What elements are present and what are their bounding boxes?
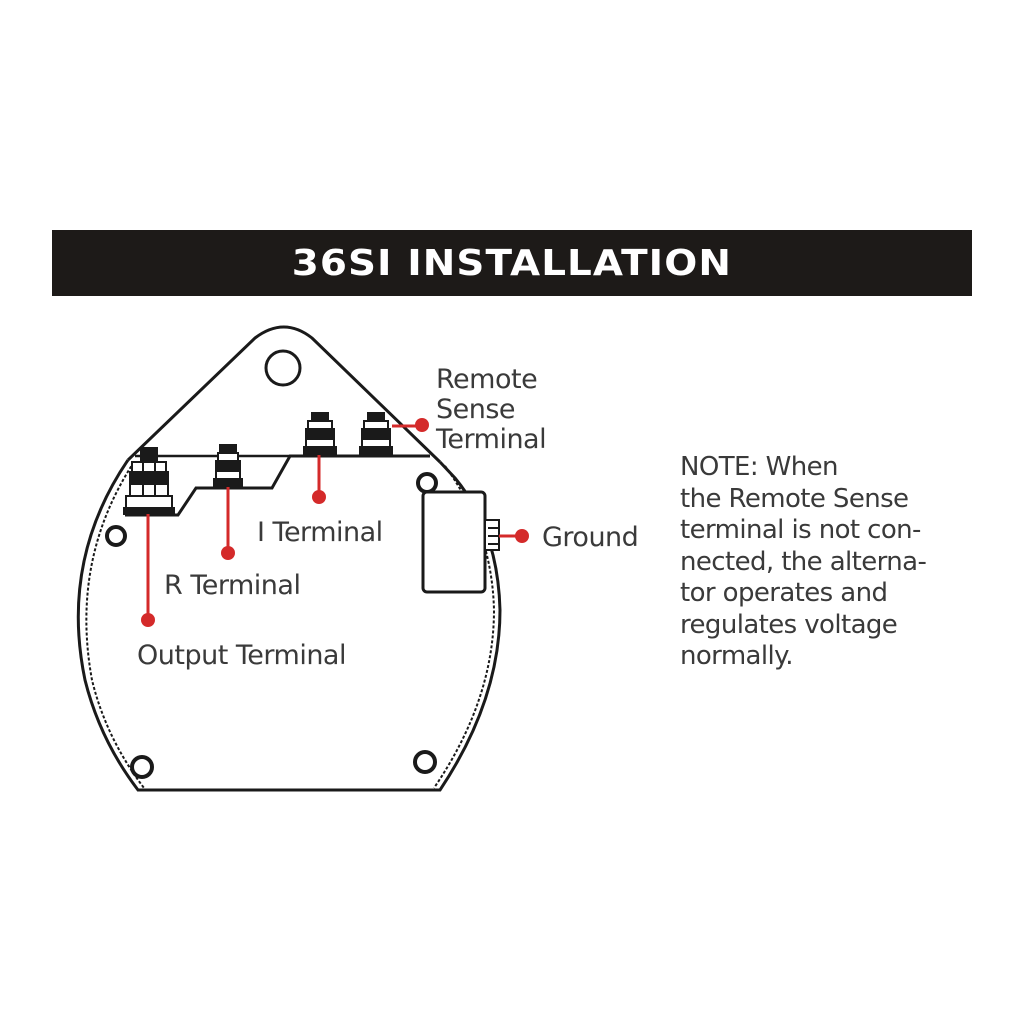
remote-sense-label-line2: Sense	[436, 394, 516, 425]
note-line: terminal is not con-	[680, 515, 921, 545]
callouts	[141, 418, 529, 627]
i-terminal-post	[303, 412, 337, 456]
installation-note: NOTE: When the Remote Sense terminal is …	[680, 452, 940, 673]
output-terminal-post	[123, 447, 175, 515]
page-title: 36SI INSTALLATION	[291, 242, 733, 284]
i-terminal-label: I Terminal	[257, 517, 383, 548]
remote-sense-label-line1: Remote	[436, 364, 538, 395]
ground-label: Ground	[542, 522, 639, 553]
r-terminal-label: R Terminal	[164, 570, 301, 601]
r-terminal-post	[213, 444, 243, 488]
note-line: the Remote Sense	[680, 483, 909, 514]
note-line: regulates voltage	[680, 609, 898, 640]
mounting-hole	[264, 349, 302, 387]
title-bar: 36SI INSTALLATION	[52, 230, 972, 296]
remote-sense-label-line3: Terminal	[436, 424, 547, 455]
note-line: nected, the alterna-	[680, 546, 927, 577]
note-line: normally.	[680, 641, 793, 671]
regulator-box	[421, 490, 500, 594]
note-line: NOTE: When	[680, 452, 839, 482]
note-line: tor operates and	[680, 578, 888, 608]
remote-sense-terminal-post	[359, 412, 393, 456]
output-terminal-label: Output Terminal	[137, 640, 346, 671]
bolt-holes	[105, 472, 438, 779]
